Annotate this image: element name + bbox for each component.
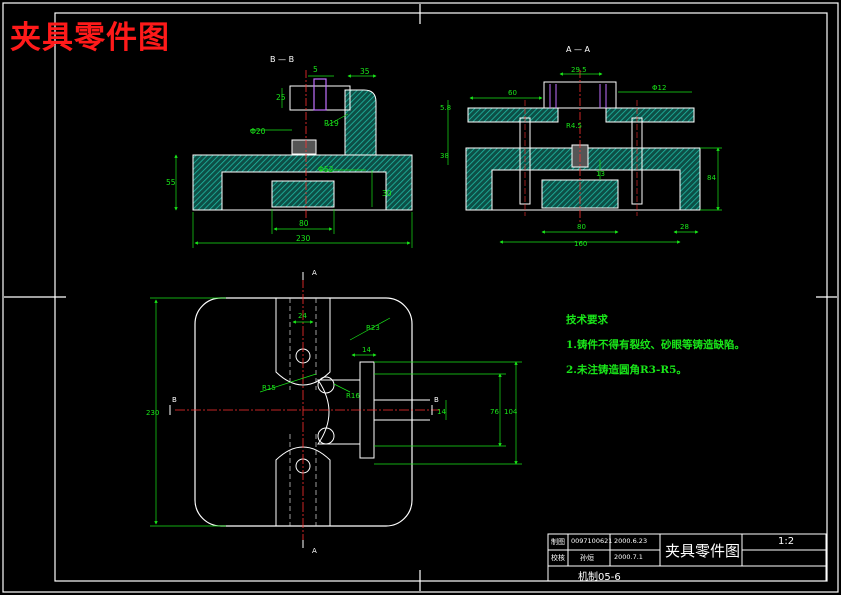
bb-dim-80: 80 — [299, 219, 309, 228]
tb-checker: 孙烜 — [580, 554, 594, 562]
aa-dim-38: 38 — [440, 152, 449, 160]
aa-dim-29: 29.5 — [571, 66, 587, 74]
bb-pin — [291, 139, 317, 155]
plan-dim-24: 24 — [298, 312, 307, 320]
bb-dim-19: R19 — [324, 119, 339, 128]
tb-class-name: 机制05-6 — [578, 572, 621, 583]
plan-hole-mid2 — [317, 427, 335, 445]
bb-dim-25: 25 — [276, 93, 286, 102]
plan-dim-230: 230 — [146, 409, 159, 417]
bb-dim-30: 30 — [382, 189, 392, 198]
plan-dim-14b: 14 — [437, 408, 446, 416]
bb-base-body — [192, 154, 413, 211]
aa-dim-13: 13 — [596, 170, 605, 178]
aa-dim-46: R4.5 — [566, 122, 582, 130]
tb-check-date: 2000.7.1 — [614, 553, 643, 561]
tb-drawn-label: 制图 — [551, 538, 565, 546]
section-bb-label: B — B — [270, 55, 294, 64]
plan-mark-a-bottom: A — [312, 547, 317, 555]
plan-dim-23: R23 — [366, 324, 380, 332]
aa-dim-80: 80 — [577, 223, 586, 231]
aa-dim-28: 28 — [680, 223, 689, 231]
plan-dim-16: R16 — [346, 392, 360, 400]
plan-hole-mid1 — [317, 376, 335, 394]
aa-dim-58: 5.8 — [440, 104, 451, 112]
bb-dim-20: Φ20 — [250, 127, 266, 136]
tb-part-name: 夹具零件图 — [665, 542, 741, 560]
aa-right-clamp — [605, 107, 695, 123]
section-aa-view: A — A 160 80 28 — [440, 45, 722, 248]
aa-bolts — [549, 84, 607, 108]
requirement-item-2: 2.未注铸造圆角R3-R5。 — [566, 364, 687, 376]
bb-dim-35: 35 — [360, 67, 370, 76]
plan-mark-b-right: B — [434, 396, 439, 404]
bb-dim-5: 5 — [313, 65, 318, 74]
technical-requirements: 技术要求 1.铸件不得有裂纹、砂眼等铸造缺陷。 2.未注铸造圆角R3-R5。 — [566, 312, 745, 387]
bb-base-boss — [271, 180, 335, 208]
plan-side-notch — [317, 361, 375, 459]
bb-upright-arm — [344, 89, 377, 156]
tb-scale: 1:2 — [778, 536, 795, 547]
plan-dim-76: 76 — [490, 408, 499, 416]
tb-check-label: 校核 — [551, 554, 565, 562]
plan-mark-b-left: B — [172, 396, 177, 404]
bb-dim-52: Φ52 — [318, 165, 334, 174]
aa-dim-12: Φ12 — [652, 84, 666, 92]
aa-dim-60: 60 — [508, 89, 517, 97]
plan-dim-15: R15 — [262, 384, 276, 392]
plan-mark-a-top: A — [312, 269, 317, 277]
bb-top-boss — [289, 85, 351, 111]
plan-outline — [194, 297, 413, 527]
aa-dim-84: 84 — [707, 174, 716, 182]
requirement-item-1: 1.铸件不得有裂纹、砂眼等铸造缺陷。 — [566, 339, 745, 351]
tb-drawn-id: 0097100621 — [571, 537, 613, 545]
requirements-heading: 技术要求 — [566, 314, 608, 326]
section-aa-label: A — A — [566, 45, 591, 54]
plan-dim-14: 14 — [362, 346, 371, 354]
bb-dim-230: 230 — [296, 234, 311, 243]
section-bb-view: B — B 55 230 80 30 5 — [166, 55, 413, 248]
bb-bolt — [313, 78, 327, 111]
aa-dim-160: 160 — [574, 240, 587, 248]
drawing-title: 夹具零件图 — [10, 20, 170, 56]
plan-dim-104: 104 — [504, 408, 518, 416]
bb-dim-55: 55 — [166, 178, 176, 187]
plan-upper-slot — [275, 298, 331, 386]
plan-view: A A B B 230 24 R23 14 R15 R16 1 — [146, 269, 522, 555]
tb-drawn-date: 2000.6.23 — [614, 537, 648, 545]
title-block — [547, 533, 827, 582]
aa-left-clamp — [467, 107, 559, 123]
